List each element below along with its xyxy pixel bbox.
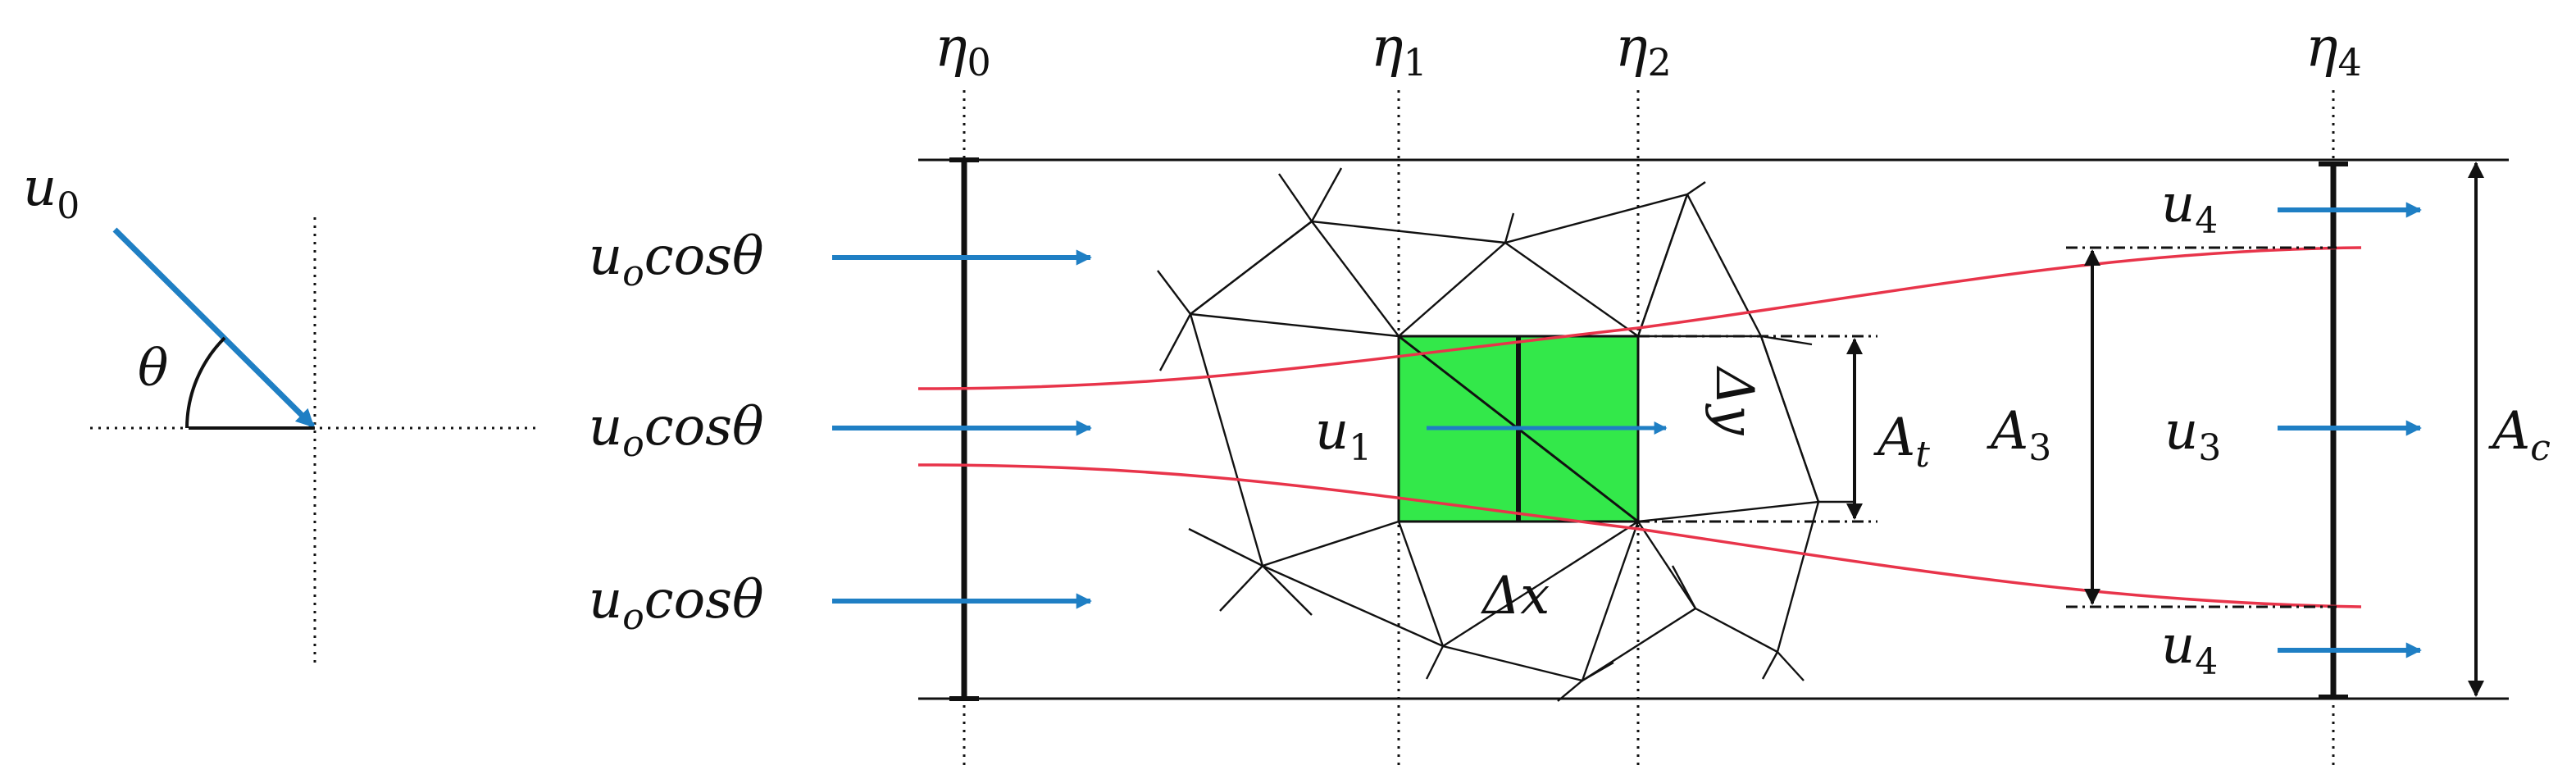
station-labels: η0 η1 η2 η4 xyxy=(935,16,2362,84)
inflow-labels: uocosθ uocosθ uocosθ xyxy=(589,226,763,638)
streamline-lower xyxy=(917,463,2362,608)
theta-angle-arc xyxy=(185,336,226,429)
u3-label: u3 xyxy=(2164,401,2221,469)
dimension-markers xyxy=(1638,158,2509,700)
domain-labels: u1 At A3 u3 u4 u4 Ac Δx Δy xyxy=(1315,174,2551,683)
velocity-angle-inset: u0 θ xyxy=(23,157,541,668)
inflow-label-top: uocosθ xyxy=(589,226,763,294)
actuator-disk xyxy=(1397,335,1668,523)
inflow-label-bottom: uocosθ xyxy=(589,570,763,638)
A3-label: A3 xyxy=(1987,401,2051,469)
u4-top-label: u4 xyxy=(2161,174,2218,242)
At-label: At xyxy=(1873,408,1930,476)
eta0-label: η0 xyxy=(935,16,991,84)
u4-bottom-label: u4 xyxy=(2161,615,2218,683)
dx-label: Δx xyxy=(1480,566,1550,626)
outflow-arrows xyxy=(2278,202,2422,658)
inflow-label-middle: uocosθ xyxy=(589,397,763,465)
streamtube xyxy=(917,246,2362,608)
eta1-label: η1 xyxy=(1371,16,1427,84)
theta-label: θ xyxy=(138,338,168,398)
u1-label: u1 xyxy=(1315,401,1372,469)
streamline-upper xyxy=(917,246,2362,390)
unstructured-mesh xyxy=(1157,167,1853,702)
Ac-label: Ac xyxy=(2488,401,2551,469)
inflow-arrows xyxy=(832,249,1092,609)
u0-velocity-arrow xyxy=(112,227,316,429)
dy-label: Δy xyxy=(1704,365,1764,435)
eta2-label: η2 xyxy=(1615,16,1672,84)
u0-label: u0 xyxy=(23,157,80,227)
eta4-label: η4 xyxy=(2305,16,2362,84)
